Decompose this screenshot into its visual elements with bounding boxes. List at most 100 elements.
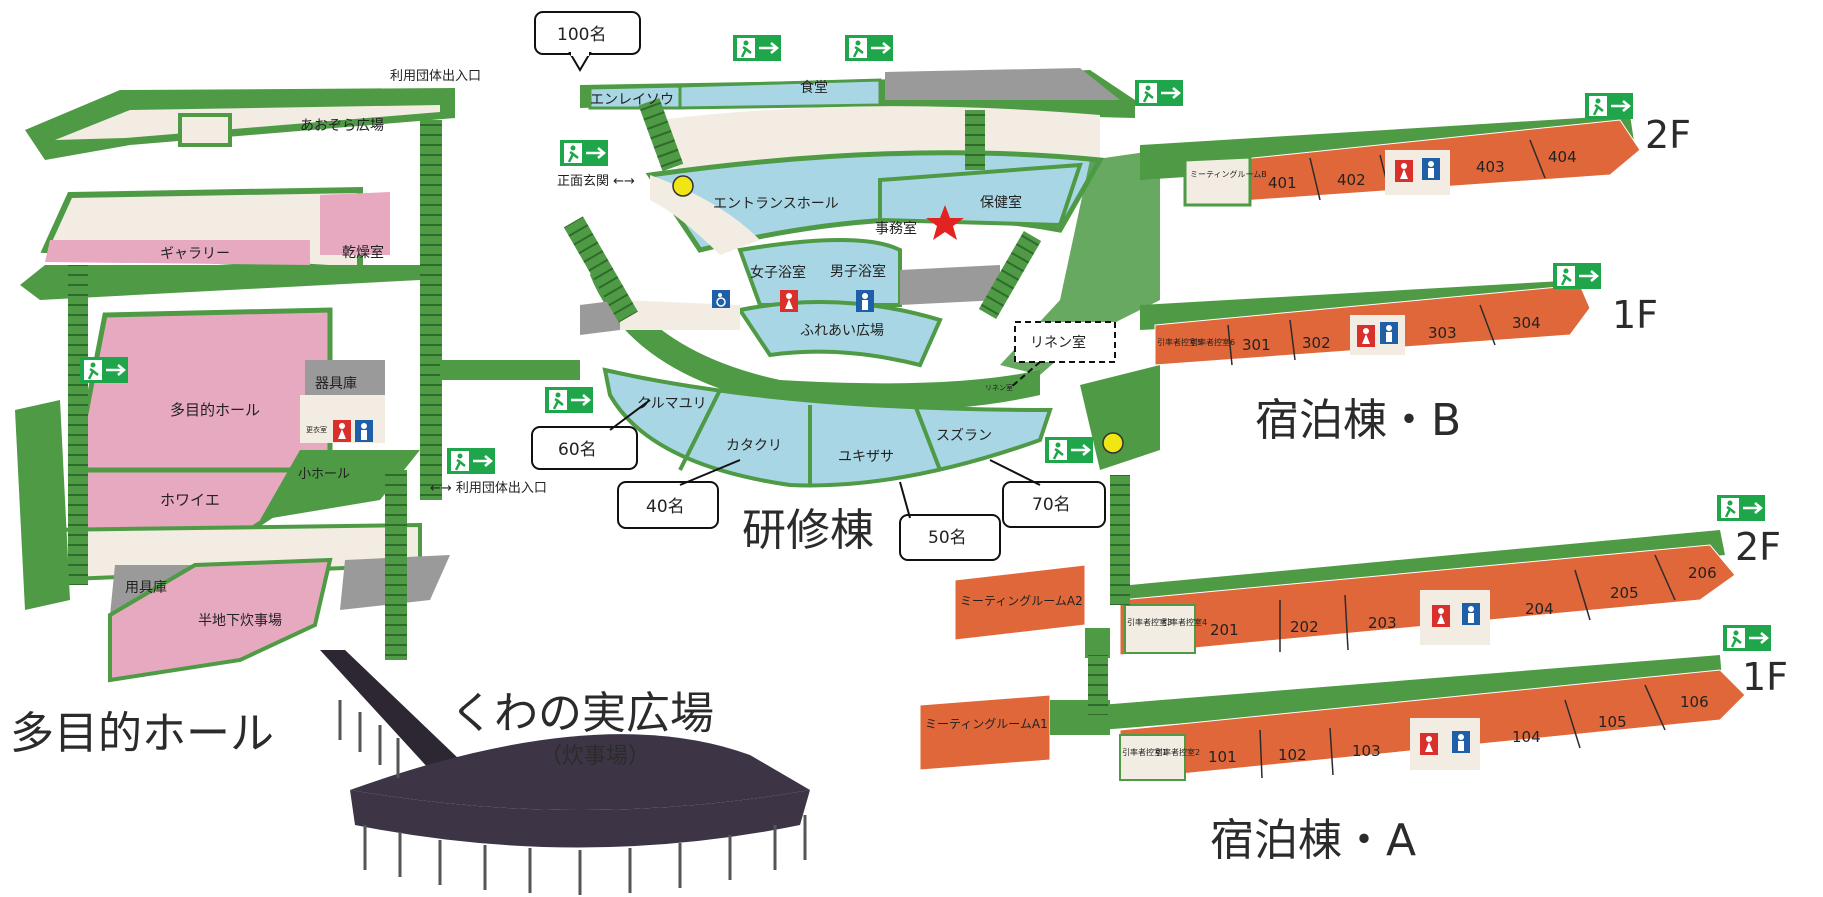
kuwanomi-plaza-title: くわの実広場 bbox=[450, 688, 714, 739]
emergency-exit-icon bbox=[1583, 91, 1635, 121]
kuwanomi-plaza-shape bbox=[338, 700, 810, 895]
room-302: 302 bbox=[1302, 334, 1331, 352]
room-404: 404 bbox=[1548, 148, 1577, 166]
meeting-room-a1-label: ミーティングルームA1 bbox=[925, 717, 1048, 731]
entrance-hall-label: エントランスホール bbox=[713, 196, 839, 212]
emergency-exit-icon bbox=[1721, 623, 1773, 653]
emergency-exit-icon bbox=[445, 446, 497, 476]
female-restroom-icon-a1f bbox=[1420, 733, 1438, 755]
emergency-exit-icon bbox=[1133, 78, 1185, 108]
aozora-plaza-label: あおぞら広場 bbox=[300, 118, 384, 134]
meeting-room-a2-label: ミーティングルームA2 bbox=[960, 594, 1083, 608]
fureai-plaza-label: ふれあい広場 bbox=[800, 323, 884, 339]
room-403: 403 bbox=[1476, 158, 1505, 176]
room-202: 202 bbox=[1290, 618, 1319, 636]
mens-bath-label: 男子浴室 bbox=[830, 263, 886, 280]
emergency-exit-icon bbox=[543, 385, 595, 415]
callout-katakuri-capacity: 40名 bbox=[617, 459, 741, 529]
room-105: 105 bbox=[1598, 713, 1627, 731]
floor-label-a-1f: 1F bbox=[1742, 655, 1788, 699]
room-402: 402 bbox=[1337, 171, 1366, 189]
male-restroom-icon-b1f bbox=[1380, 322, 1398, 344]
meeting-room-b-label: ミーティングルームB bbox=[1190, 169, 1267, 179]
yukizasa-room-label: ユキザサ bbox=[838, 449, 894, 465]
current-location-star-icon bbox=[926, 205, 964, 240]
lodging-b-title: 宿泊棟・B bbox=[1255, 395, 1461, 446]
male-restroom-icon-training bbox=[856, 290, 874, 312]
multipurpose-hall-title: 多目的ホール bbox=[10, 708, 274, 759]
emergency-exit-icon bbox=[1715, 493, 1767, 523]
svg-text:100名: 100名 bbox=[557, 25, 606, 45]
emergency-exit-icon bbox=[78, 355, 130, 385]
svg-text:50名: 50名 bbox=[928, 528, 967, 548]
main-entrance-label: 正面玄関 ←→ bbox=[557, 174, 635, 189]
female-restroom-icon-a2f bbox=[1432, 605, 1450, 627]
svg-text:70名: 70名 bbox=[1032, 495, 1071, 515]
changing-room-label: 更衣室 bbox=[306, 425, 327, 434]
room-304: 304 bbox=[1512, 314, 1541, 332]
female-restroom-icon-b1f bbox=[1357, 325, 1375, 347]
female-restroom-icon-training bbox=[780, 290, 798, 312]
callout-enreisou-capacity: 100名 bbox=[534, 11, 641, 72]
gallery-label: ギャラリー bbox=[160, 246, 230, 262]
lodging-building-a-2f bbox=[954, 475, 1736, 658]
lodging-building-a-1f bbox=[919, 655, 1746, 781]
leader-room-5-label: 引率者控室5 bbox=[1157, 337, 1202, 347]
male-restroom-icon-b2f bbox=[1422, 158, 1440, 180]
room-401: 401 bbox=[1268, 174, 1297, 192]
room-203: 203 bbox=[1368, 614, 1397, 632]
floor-label-b-2f: 2F bbox=[1645, 113, 1691, 157]
room-101: 101 bbox=[1208, 748, 1237, 766]
room-301: 301 bbox=[1242, 336, 1271, 354]
aed-marker-icon bbox=[672, 175, 694, 197]
basement-kitchen-label: 半地下炊事場 bbox=[198, 613, 282, 629]
leader-room-3-label: 引率者控室3 bbox=[1127, 617, 1172, 627]
female-restroom-icon-b2f bbox=[1395, 160, 1413, 182]
svg-text:40名: 40名 bbox=[646, 497, 685, 517]
training-building-title: 研修棟 bbox=[742, 505, 874, 556]
suzuran-room-label: スズラン bbox=[936, 428, 992, 444]
multipurpose-room-label: 多目的ホール bbox=[170, 401, 260, 419]
male-restroom-icon-a2f bbox=[1462, 603, 1480, 625]
health-room-label: 保健室 bbox=[980, 194, 1022, 211]
male-restroom-icon bbox=[355, 420, 373, 442]
room-102: 102 bbox=[1278, 746, 1307, 764]
group-entrance-label-side: ←→ 利用団体出入口 bbox=[430, 481, 547, 496]
female-restroom-icon bbox=[333, 420, 351, 442]
room-205: 205 bbox=[1610, 584, 1639, 602]
office-label: 事務室 bbox=[875, 220, 917, 237]
male-restroom-icon-a1f bbox=[1452, 731, 1470, 753]
callout-linen-room: リネン室 bbox=[1009, 321, 1116, 389]
dining-hall-label: 食堂 bbox=[800, 79, 828, 96]
emergency-exit-icon bbox=[558, 138, 610, 168]
room-106: 106 bbox=[1680, 693, 1709, 711]
kurumayuri-room-label: クルマユリ bbox=[637, 396, 707, 412]
room-103: 103 bbox=[1352, 742, 1381, 760]
floor-label-a-2f: 2F bbox=[1735, 525, 1781, 569]
aed-marker-icon-2 bbox=[1102, 432, 1124, 454]
womens-bath-label: 女子浴室 bbox=[750, 264, 806, 281]
multipurpose-hall-building bbox=[15, 88, 580, 770]
floor-label-b-1f: 1F bbox=[1612, 293, 1658, 337]
leader-room-1-label: 引率者控室1 bbox=[1122, 747, 1167, 757]
callout-kurumayuri-capacity: 60名 bbox=[531, 399, 651, 470]
leader-room-2-label: 引率者控室2 bbox=[1155, 747, 1200, 757]
linen-room-small-label: リネン室 bbox=[985, 383, 1013, 392]
room-104: 104 bbox=[1512, 728, 1541, 746]
emergency-exit-icon bbox=[843, 33, 895, 63]
tool-storage-label: 用具庫 bbox=[125, 579, 167, 596]
emergency-exit-icon bbox=[1043, 435, 1095, 465]
leader-room-6-label: 引率者控室6 bbox=[1190, 337, 1235, 347]
kuwanomi-plaza-subtitle: （炊事場） bbox=[540, 744, 650, 769]
lodging-a-title: 宿泊棟・A bbox=[1210, 815, 1416, 866]
callout-suzuran-capacity: 70名 bbox=[989, 459, 1106, 528]
enreisou-room-label: エンレイソウ bbox=[590, 92, 674, 108]
svg-text:60名: 60名 bbox=[558, 440, 597, 460]
training-building bbox=[563, 68, 1160, 488]
wheelchair-icon bbox=[712, 290, 730, 308]
katakuri-room-label: カタクリ bbox=[726, 438, 782, 454]
room-303: 303 bbox=[1428, 324, 1457, 342]
emergency-exit-icon bbox=[731, 33, 783, 63]
room-206: 206 bbox=[1688, 564, 1717, 582]
small-hall-label: 小ホール bbox=[298, 467, 350, 482]
